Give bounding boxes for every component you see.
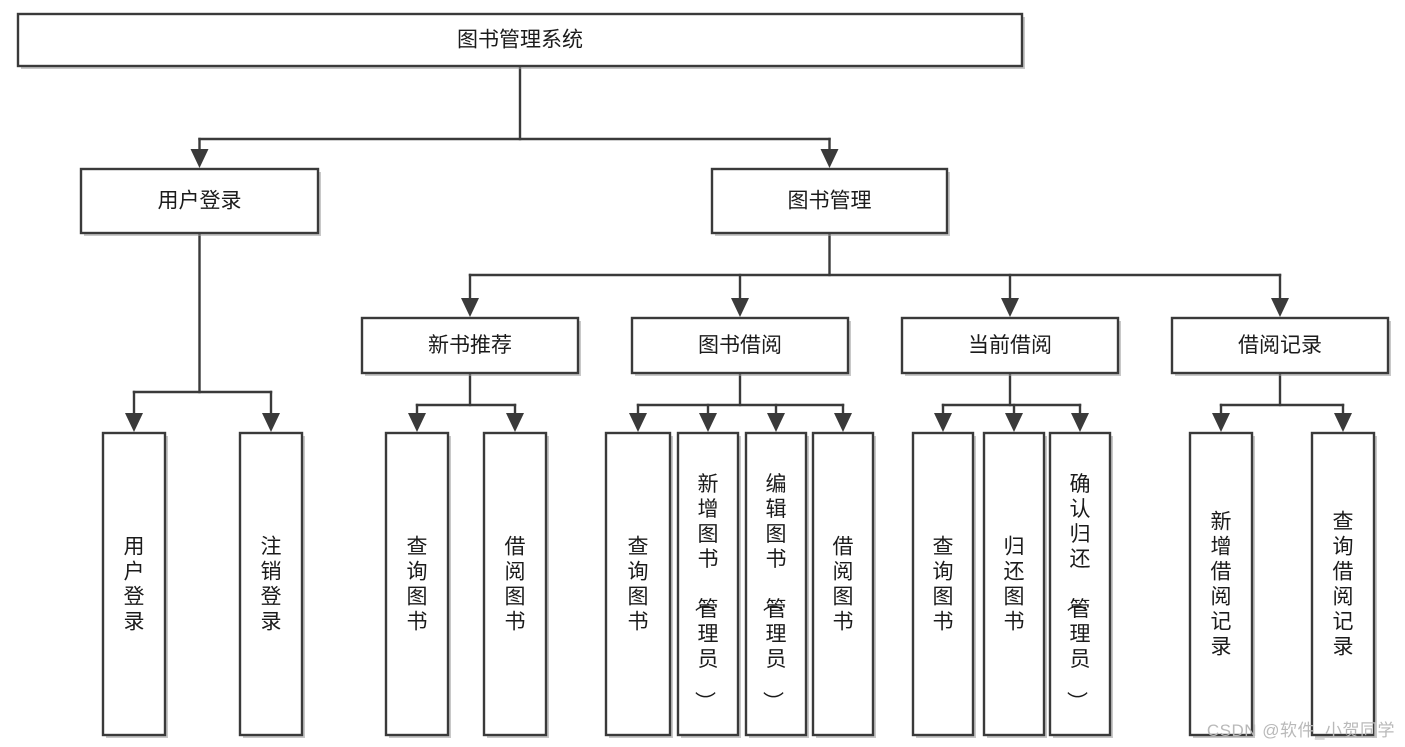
arrowhead-icon (262, 413, 280, 432)
arrowhead-icon (834, 413, 852, 432)
node-rect[interactable] (811, 431, 875, 737)
node-rect[interactable] (101, 431, 167, 737)
node-rect[interactable] (16, 12, 1024, 68)
node-label: 图书借阅 (698, 334, 782, 357)
node-rect[interactable] (900, 316, 1120, 375)
node-新增借阅记录-l12[interactable]: 新增借阅记录 (1188, 431, 1255, 738)
arrowhead-icon (1212, 413, 1230, 432)
node-图书管理-n2b[interactable]: 图书管理 (710, 167, 950, 236)
arrowhead-icon (820, 149, 839, 168)
node-rect[interactable] (911, 431, 975, 737)
node-归还图书-l10[interactable]: 归还图书 (982, 431, 1047, 738)
node-rect[interactable] (384, 431, 450, 737)
node-label: 编辑图书（管理员） (761, 473, 787, 712)
arrowhead-icon (1071, 413, 1089, 432)
node-查询借阅记录-l13[interactable]: 查询借阅记录 (1310, 431, 1377, 738)
arrowhead-icon (125, 413, 143, 432)
node-rect[interactable] (1170, 316, 1390, 375)
node-rect[interactable] (79, 167, 320, 235)
node-label: 图书管理系统 (457, 29, 583, 52)
node-借阅图书-l8[interactable]: 借阅图书 (811, 431, 876, 738)
node-label: 新增借阅记录 (1211, 511, 1232, 659)
node-注销登录-l2[interactable]: 注销登录 (238, 431, 305, 738)
node-用户登录-n2a[interactable]: 用户登录 (79, 167, 321, 236)
node-rect[interactable] (710, 167, 949, 235)
node-rect[interactable] (1188, 431, 1254, 737)
node-label: 借阅记录 (1238, 334, 1322, 357)
node-新增图书管理员-l6[interactable]: 新增图书（管理员） (676, 431, 741, 738)
node-新书推荐-n3a[interactable]: 新书推荐 (360, 316, 581, 376)
node-rect[interactable] (1310, 431, 1376, 737)
arrowhead-icon (1005, 413, 1023, 432)
arrowhead-icon (190, 149, 209, 168)
arrowhead-icon (1334, 413, 1352, 432)
arrowhead-icon (934, 413, 952, 432)
node-rect[interactable] (604, 431, 672, 737)
node-label: 查询借阅记录 (1333, 511, 1354, 659)
edge-group-n3d (1212, 371, 1352, 432)
node-用户登录-l1[interactable]: 用户登录 (101, 431, 168, 738)
node-label: 用户登录 (124, 536, 145, 634)
node-label: 当前借阅 (968, 334, 1052, 357)
node-rect[interactable] (676, 431, 740, 737)
node-确认归还管理员-l11[interactable]: 确认归还（管理员） (1048, 431, 1113, 738)
edges-layer (125, 64, 1352, 432)
node-label: 注销登录 (261, 536, 282, 634)
arrowhead-icon (461, 298, 479, 317)
node-rect[interactable] (482, 431, 548, 737)
node-rect[interactable] (630, 316, 850, 375)
node-label: 用户登录 (158, 190, 242, 213)
edge-group-n3c (934, 371, 1089, 432)
node-label: 归还图书 (1004, 536, 1025, 634)
node-label: 查询图书 (407, 536, 428, 634)
arrowhead-icon (1271, 298, 1289, 317)
node-图书借阅-n3b[interactable]: 图书借阅 (630, 316, 851, 376)
node-label: 确认归还（管理员） (1065, 473, 1091, 712)
node-编辑图书管理员-l7[interactable]: 编辑图书（管理员） (744, 431, 809, 738)
edge-group-root (190, 64, 839, 168)
node-rect[interactable] (1048, 431, 1112, 737)
arrowhead-icon (699, 413, 717, 432)
arrowhead-icon (506, 413, 524, 432)
arrowhead-icon (629, 413, 647, 432)
arrowhead-icon (731, 298, 749, 317)
node-rect[interactable] (744, 431, 808, 737)
node-rect[interactable] (238, 431, 304, 737)
nodes-layer: 图书管理系统用户登录图书管理新书推荐图书借阅当前借阅借阅记录用户登录注销登录查询… (16, 12, 1391, 738)
node-label: 借阅图书 (833, 536, 854, 634)
node-label: 借阅图书 (505, 536, 526, 634)
node-借阅记录-n3d[interactable]: 借阅记录 (1170, 316, 1391, 376)
edge-group-n2a (125, 231, 280, 432)
edge-group-n2b (461, 231, 1289, 317)
node-图书管理系统-root[interactable]: 图书管理系统 (16, 12, 1025, 69)
arrowhead-icon (1001, 298, 1019, 317)
edge-group-n3a (408, 371, 524, 432)
node-label: 新书推荐 (428, 334, 512, 357)
arrowhead-icon (408, 413, 426, 432)
node-rect[interactable] (360, 316, 580, 375)
node-rect[interactable] (982, 431, 1046, 737)
node-label: 新增图书（管理员） (693, 473, 719, 712)
node-借阅图书-l4[interactable]: 借阅图书 (482, 431, 549, 738)
node-label: 查询图书 (933, 536, 954, 634)
arrowhead-icon (767, 413, 785, 432)
edge-group-n3b (629, 371, 852, 432)
node-label: 图书管理 (788, 190, 872, 213)
node-查询图书-l3[interactable]: 查询图书 (384, 431, 451, 738)
node-查询图书-l9[interactable]: 查询图书 (911, 431, 976, 738)
node-label: 查询图书 (628, 536, 649, 634)
node-查询图书-l5[interactable]: 查询图书 (604, 431, 673, 738)
node-当前借阅-n3c[interactable]: 当前借阅 (900, 316, 1121, 376)
